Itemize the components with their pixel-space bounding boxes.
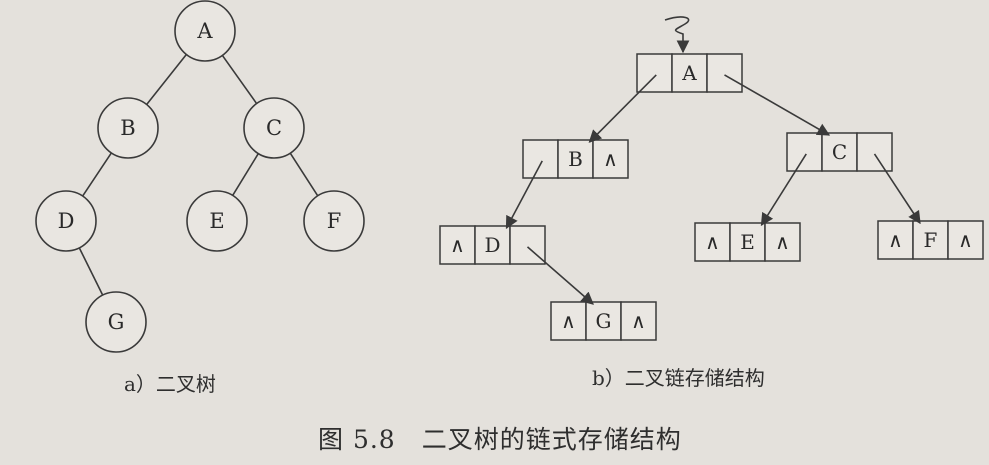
tree-node-label: B <box>120 116 135 140</box>
linked-node-F: ∧ F ∧ <box>877 220 984 260</box>
linked-data-label: D <box>484 233 500 257</box>
linked-right-cell <box>706 53 743 93</box>
tree-node-label: D <box>58 209 75 233</box>
linked-caption: b）二叉链存储结构 <box>592 366 765 390</box>
tree-node-circle <box>85 291 147 353</box>
tree-node-A: A <box>174 0 236 62</box>
tree-edge-A-B <box>146 53 187 106</box>
pointer-C-E <box>760 153 807 227</box>
null-pointer-symbol: ∧ <box>450 233 465 257</box>
tree-node-label: E <box>209 209 224 233</box>
null-pointer-symbol: ∧ <box>561 309 576 333</box>
linked-data-label: B <box>568 147 583 171</box>
linked-node-B: B∧ <box>522 139 629 179</box>
tree-node-G: G <box>85 291 147 353</box>
linked-data-label: G <box>596 309 612 333</box>
tree-node-C: C <box>243 97 305 159</box>
linked-left-cell <box>636 53 673 93</box>
tree-node-circle <box>243 97 305 159</box>
linked-left-cell <box>550 301 587 341</box>
tree-node-circle <box>303 190 365 252</box>
tree-node-label: G <box>108 310 125 334</box>
null-pointer-symbol: ∧ <box>705 230 720 254</box>
tree-edge-C-F <box>289 152 319 197</box>
linked-node-E: ∧ E ∧ <box>694 222 801 262</box>
figure-caption: 图 5.8 二叉树的链式存储结构 <box>318 425 682 454</box>
tree-node-F: F <box>303 190 365 252</box>
linked-data-cell <box>474 225 511 265</box>
linked-data-cell <box>912 220 949 260</box>
tree-node-circle <box>35 190 97 252</box>
tree-node-D: D <box>35 190 97 252</box>
tree-node-label: A <box>196 19 213 43</box>
linked-right-cell <box>764 222 801 262</box>
linked-right-cell <box>620 301 657 341</box>
linked-node-A: A <box>636 53 743 93</box>
tree-edges <box>78 53 319 296</box>
tree-edge-C-E <box>231 153 260 196</box>
tree-edge-A-C <box>221 54 258 105</box>
tree-caption: a）二叉树 <box>124 372 216 396</box>
linked-node-G: ∧ G ∧ <box>550 301 657 341</box>
linked-data-label: E <box>740 230 755 254</box>
tree-edge-D-G <box>78 247 104 296</box>
tree-node-E: E <box>186 190 248 252</box>
tree-node-label: C <box>266 116 282 140</box>
linked-left-cell <box>522 139 559 179</box>
null-pointer-symbol: ∧ <box>958 228 973 252</box>
head-pointer-icon <box>664 16 690 54</box>
linked-data-cell <box>729 222 766 262</box>
pointer-C-F <box>873 153 921 225</box>
tree-edge-B-D <box>81 152 113 197</box>
tree-node-circle <box>174 0 236 62</box>
linked-data-cell <box>671 53 708 93</box>
null-pointer-symbol: ∧ <box>888 228 903 252</box>
linked-right-cell <box>856 132 893 172</box>
linked-data-label: A <box>681 61 697 85</box>
pointer-A-B <box>588 74 657 143</box>
tree-node-B: B <box>97 97 159 159</box>
linked-data-label: C <box>832 140 847 164</box>
linked-right-cell <box>592 139 629 179</box>
linked-left-cell <box>786 132 823 172</box>
linked-node-C: C <box>786 132 893 172</box>
null-pointer-symbol: ∧ <box>603 147 618 171</box>
pointer-B-D <box>505 160 543 230</box>
linked-data-cell <box>821 132 858 172</box>
pointer-A-C <box>724 74 831 136</box>
linked-data-label: F <box>924 228 938 252</box>
linked-left-cell <box>877 220 914 260</box>
null-pointer-symbol: ∧ <box>631 309 646 333</box>
linked-node-D: ∧D <box>439 225 546 265</box>
pointer-D-G <box>526 246 594 305</box>
linked-pointers <box>505 74 921 305</box>
tree-node-label: F <box>327 209 342 233</box>
tree-node-circle <box>186 190 248 252</box>
linked-right-cell <box>947 220 984 260</box>
null-pointer-symbol: ∧ <box>775 230 790 254</box>
tree-node-circle <box>97 97 159 159</box>
linked-left-cell <box>439 225 476 265</box>
